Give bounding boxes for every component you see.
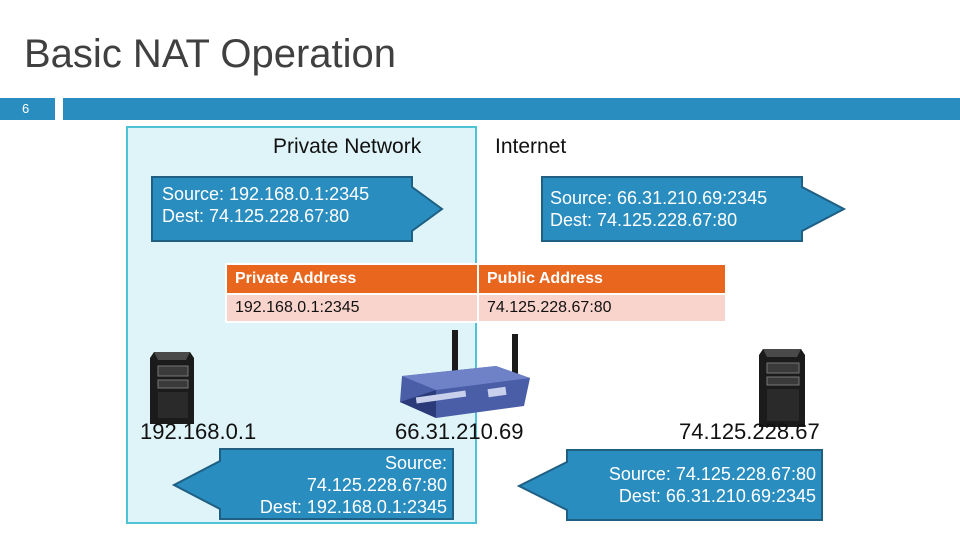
router-ip-label: 66.31.210.69 xyxy=(395,419,524,444)
outbound-private-packet-text: Source: 192.168.0.1:2345 Dest: 74.125.22… xyxy=(162,183,369,227)
server-tower-icon xyxy=(759,349,805,427)
nat-table-cell-private: 192.168.0.1:2345 xyxy=(225,293,479,323)
private-host-ip-label: 192.168.0.1 xyxy=(140,419,257,444)
inbound-public-source: Source: 74.125.228.67:80 xyxy=(608,464,816,484)
inbound-private-dest: Dest: 192.168.0.1:2345 xyxy=(259,497,447,517)
inbound-public-dest: Dest: 66.31.210.69:2345 xyxy=(618,486,816,506)
outbound-public-packet-text: Source: 66.31.210.69:2345 Dest: 74.125.2… xyxy=(550,187,767,231)
nat-table-header-row: Private Address Public Address xyxy=(225,263,727,295)
outbound-private-source: Source: 192.168.0.1:2345 xyxy=(162,184,370,204)
nat-translation-table: Private Address Public Address 192.168.0… xyxy=(225,263,727,323)
nat-table-cell-public: 74.125.228.67:80 xyxy=(477,293,727,323)
outbound-public-packet-arrow xyxy=(541,176,847,242)
inbound-private-source-value: 74.125.228.67:80 xyxy=(306,475,447,495)
outbound-public-dest: Dest: 74.125.228.67:80 xyxy=(550,210,738,230)
inbound-public-packet-arrow xyxy=(516,449,823,521)
table-row: 192.168.0.1:2345 74.125.228.67:80 xyxy=(225,293,727,323)
inbound-private-source: Source: xyxy=(384,453,447,473)
outbound-private-packet-arrow xyxy=(151,176,444,242)
nat-table-header-private: Private Address xyxy=(225,263,479,295)
nat-table-header-public: Public Address xyxy=(477,263,727,295)
outbound-public-source: Source: 66.31.210.69:2345 xyxy=(550,188,768,208)
computer-tower-icon xyxy=(150,352,194,424)
server-ip-label: 74.125.228.67 xyxy=(679,419,820,444)
inbound-public-packet-text: Source: 74.125.228.67:80 Dest: 66.31.210… xyxy=(570,463,816,507)
internet-label: Internet xyxy=(495,135,567,158)
slide-number-bar xyxy=(0,98,55,120)
slide-number: 6 xyxy=(22,101,30,116)
wireless-router-icon xyxy=(400,330,530,418)
slide-title: Basic NAT Operation xyxy=(24,32,397,76)
title-divider-bar xyxy=(63,98,960,120)
inbound-private-packet-arrow xyxy=(171,448,454,520)
inbound-private-packet-text: Source: 74.125.228.67:80 Dest: 192.168.0… xyxy=(225,452,447,518)
private-network-label: Private Network xyxy=(273,135,422,158)
outbound-private-dest: Dest: 74.125.228.67:80 xyxy=(162,206,350,226)
